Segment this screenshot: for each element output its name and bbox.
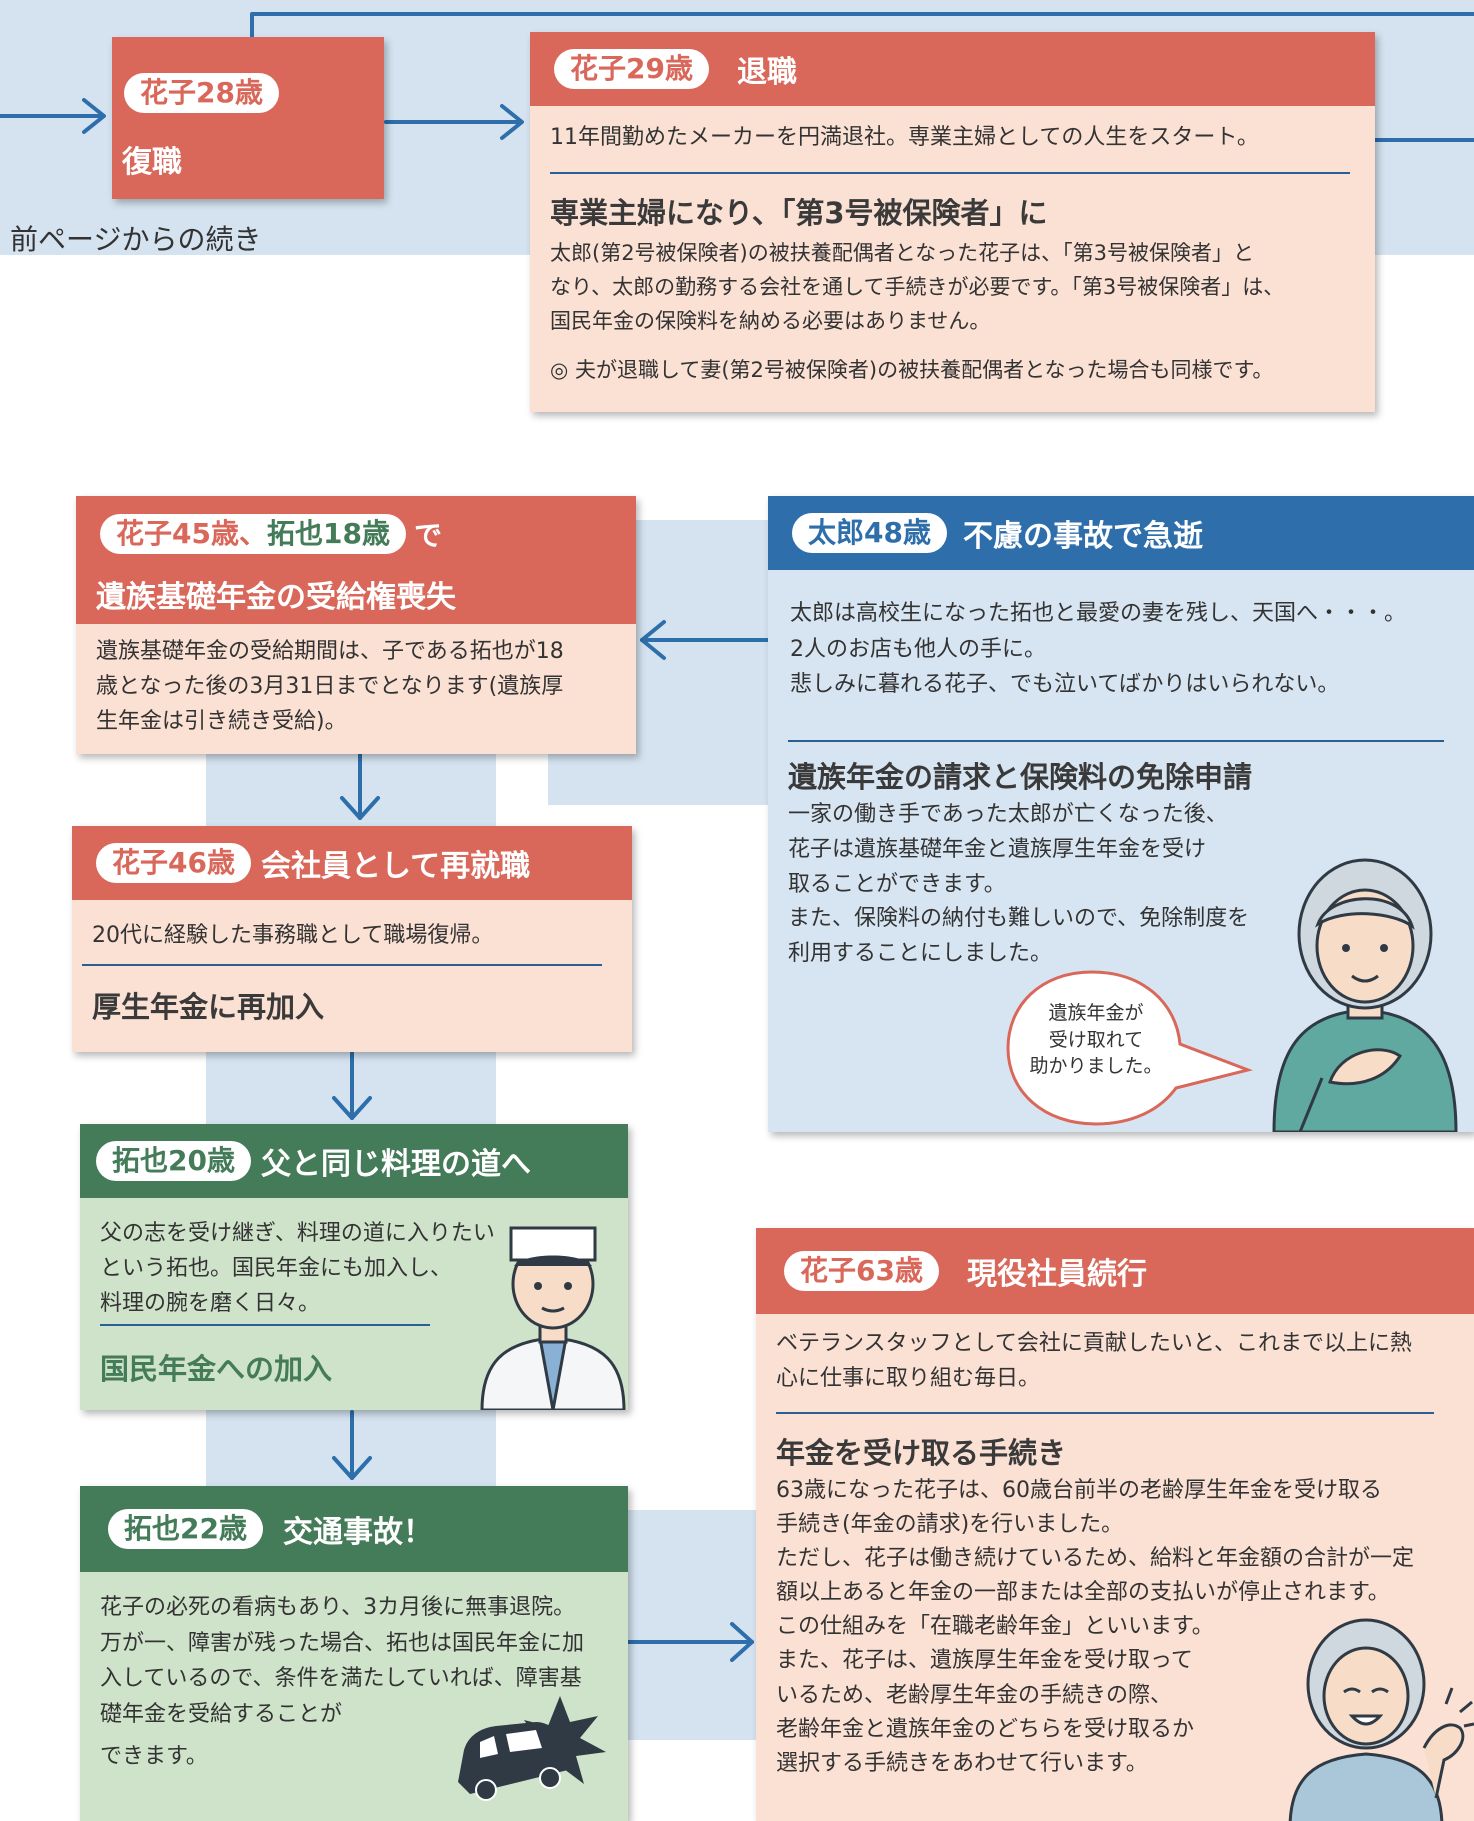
body-line: 料理の腕を磨く日々。 xyxy=(100,1291,321,1317)
title-retirement: 退職 xyxy=(736,55,797,90)
badge-takuya-20: 拓也20歳 xyxy=(96,1140,251,1182)
intro-line: 心に仕事に取り組む毎日。 xyxy=(776,1366,1041,1392)
intro-text: 太郎は高校生になった拓也と最愛の妻を残し、天国へ・・・。 2人のお店も他人の手に… xyxy=(790,596,1406,703)
body-line: 父の志を受け継ぎ、料理の道に入りたい xyxy=(100,1221,495,1246)
body-text: 遺族基礎年金の受給期間は、子である拓也が18 歳となった後の3月31日までとなり… xyxy=(96,634,564,740)
body-text: 花子の必死の看病もあり、3カ月後に無事退院。 万が一、障害が残った場合、拓也は国… xyxy=(100,1590,584,1774)
body-line: 入しているので、条件を満たしていれば、障害基 xyxy=(100,1666,582,1692)
box-hanako-29-retirement: 花子29歳 退職 11年間勤めたメーカーを円満退社。専業主婦としての人生をスター… xyxy=(530,32,1375,412)
body-line: 生年金は引き続き受給)。 xyxy=(96,709,347,735)
band-gap-white xyxy=(496,805,766,815)
speech-bubble-shape xyxy=(1006,970,1253,1126)
box-hanako-63-continuing-work: 花子63歳 現役社員続行 ベテランスタッフとして会社に貢献したいと、これまで以上… xyxy=(756,1228,1474,1821)
badge-hanako-45-takuya-18: 花子45歳、拓也18歳 xyxy=(100,514,406,555)
intro-text: 20代に経験した事務職として職場復帰。 xyxy=(92,923,494,948)
body-line: 歳となった後の3月31日までとなります(遺族厚 xyxy=(96,674,564,700)
body-line: という拓也。国民年金にも加入し、 xyxy=(100,1256,453,1282)
title-continuing-work: 現役社員続行 xyxy=(966,1257,1147,1292)
takuya-chef-illustration-icon xyxy=(480,1226,626,1410)
body-line: 手続き(年金の請求)を行いました。 xyxy=(776,1512,1124,1538)
divider xyxy=(788,740,1444,742)
subheading-survivor-pension-claim: 遺族年金の請求と保険料の免除申請 xyxy=(788,760,1253,794)
subheading-third-insured: 専業主婦になり、「第3号被保険者」に xyxy=(550,196,1048,230)
intro-line: 太郎は高校生になった拓也と最愛の妻を残し、天国へ・・・。 xyxy=(790,601,1407,626)
body-line: また、花子は、遺族厚生年金を受け取って xyxy=(776,1648,1193,1674)
body-line: 太郎(第2号被保険者)の被扶養配偶者となった花子は、「第3号被保険者」と xyxy=(550,241,1254,265)
body-text: 太郎(第2号被保険者)の被扶養配偶者となった花子は、「第3号被保険者」と なり、… xyxy=(550,236,1284,338)
body-line: 取ることができます。 xyxy=(788,871,1006,897)
intro-line: 悲しみに暮れる花子、でも泣いてばかりはいられない。 xyxy=(790,672,1340,698)
title-return-to-work: 復職 xyxy=(122,145,182,180)
body-line: ただし、花子は働き続けているため、給料と年金額の合計が一定 xyxy=(776,1546,1415,1572)
title-reemployment: 会社員として再就職 xyxy=(260,849,531,884)
title-sudden-death: 不慮の事故で急逝 xyxy=(962,519,1203,554)
badge-takuya-22: 拓也22歳 xyxy=(108,1508,263,1550)
subheading-join-national-pension: 国民年金への加入 xyxy=(100,1352,333,1386)
body-line: 額以上あると年金の一部または全部の支払いが停止されます。 xyxy=(776,1580,1390,1606)
box-takuya-22-traffic-accident: 拓也22歳 交通事故！ 花子の必死の看病もあり、3カ月後に無事退院。 万が一、障… xyxy=(80,1486,628,1821)
box-hanako-28-return-to-work: 花子28歳 復職 xyxy=(112,37,384,199)
body-line: なり、太郎の勤務する会社を通して手続きが必要です。「第3号被保険者」は、 xyxy=(550,275,1285,300)
body-text: 63歳になった花子は、60歳台前半の老齢厚生年金を受け取る 手続き(年金の請求)… xyxy=(776,1474,1414,1781)
badge-hanako-46: 花子46歳 xyxy=(96,842,251,884)
subheading-rejoin-employee-pension: 厚生年金に再加入 xyxy=(92,990,325,1024)
body-text: 一家の働き手であった太郎が亡くなった後、 花子は遺族基礎年金と遺族厚生年金を受け… xyxy=(788,798,1249,972)
intro-text: 11年間勤めたメーカーを円満退社。専業主婦としての人生をスタート。 xyxy=(550,125,1259,150)
intro-text: ベテランスタッフとして会社に貢献したいと、これまで以上に熱 心に仕事に取り組む毎… xyxy=(776,1326,1412,1396)
body-line: 万が一、障害が残った場合、拓也は国民年金に加 xyxy=(100,1630,585,1656)
hanako-grateful-illustration-icon xyxy=(1272,858,1458,1132)
divider xyxy=(550,172,1350,174)
subheading-pension-procedure: 年金を受け取る手続き xyxy=(776,1436,1067,1470)
title-loss-of-entitlement: 遺族基礎年金の受給権喪失 xyxy=(96,580,456,615)
divider xyxy=(100,1324,430,1326)
car-crash-icon xyxy=(458,1696,606,1801)
divider xyxy=(82,964,602,966)
box-taro-48-sudden-death: 太郎48歳 不慮の事故で急逝 太郎は高校生になった拓也と最愛の妻を残し、天国へ・… xyxy=(768,496,1474,1132)
title-suffix: で xyxy=(413,519,442,553)
badge-hanako-63: 花子63歳 xyxy=(784,1250,939,1292)
box-hanako-46-reemployment: 花子46歳 会社員として再就職 20代に経験した事務職として職場復帰。 厚生年金… xyxy=(72,826,632,1052)
speech-bubble-text: 遺族年金が 受け取れて 助かりました。 xyxy=(1029,1002,1163,1078)
hanako-elderly-cheering-illustration-icon xyxy=(1288,1618,1474,1821)
body-line: いるため、老齢厚生年金の手続きの際、 xyxy=(776,1682,1173,1708)
body-line: 花子は遺族基礎年金と遺族厚生年金を受け xyxy=(788,836,1207,862)
intro-line: 2人のお店も他人の手に。 xyxy=(790,636,1046,662)
body-line: 国民年金の保険料を納める必要はありません。 xyxy=(550,309,991,334)
divider xyxy=(776,1412,1434,1414)
body-line: 63歳になった花子は、60歳台前半の老齢厚生年金を受け取る xyxy=(776,1478,1382,1503)
body-line: 礎年金を受給することが xyxy=(100,1701,343,1727)
body-line: 老齢年金と遺族年金のどちらを受け取るか xyxy=(776,1716,1195,1742)
body-line: 遺族基礎年金の受給期間は、子である拓也が18 xyxy=(96,639,564,664)
title-traffic-accident: 交通事故！ xyxy=(282,1515,433,1550)
body-line: 花子の必死の看病もあり、3カ月後に無事退院。 xyxy=(100,1595,576,1620)
intro-line: ベテランスタッフとして会社に貢献したいと、これまで以上に熱 xyxy=(776,1331,1413,1356)
body-line: この仕組みを「在職老齢年金」といいます。 xyxy=(776,1614,1214,1640)
box-takuya-20-cooking-path: 拓也20歳 父と同じ料理の道へ 父の志を受け継ぎ、料理の道に入りたい という拓也… xyxy=(80,1124,628,1410)
badge-hanako-28: 花子28歳 xyxy=(124,73,279,114)
arrow-top-loop xyxy=(250,12,1474,38)
body-line: 利用することにしました。 xyxy=(788,941,1053,966)
box-hanako-45-loss-of-survivor-pension: 花子45歳、拓也18歳 で 遺族基礎年金の受給権喪失 遺族基礎年金の受給期間は、… xyxy=(76,496,636,754)
body-text: 父の志を受け継ぎ、料理の道に入りたい という拓也。国民年金にも加入し、 料理の腕… xyxy=(100,1216,495,1322)
body-line: できます。 xyxy=(100,1743,208,1769)
title-cooking-path: 父と同じ料理の道へ xyxy=(260,1147,531,1182)
body-line: 選択する手続きをあわせて行います。 xyxy=(776,1750,1148,1776)
continued-from-previous-page: 前ページからの続き xyxy=(10,223,262,256)
badge-taro-48: 太郎48歳 xyxy=(792,512,947,554)
badge-hanako-29: 花子29歳 xyxy=(554,48,709,90)
body-line: 一家の働き手であった太郎が亡くなった後、 xyxy=(788,802,1228,827)
note-text: ◎ 夫が退職して妻(第2号被保険者)の被扶養配偶者となった場合も同様です。 xyxy=(550,358,1274,382)
body-line: また、保険料の納付も難しいので、免除制度を xyxy=(788,906,1250,932)
